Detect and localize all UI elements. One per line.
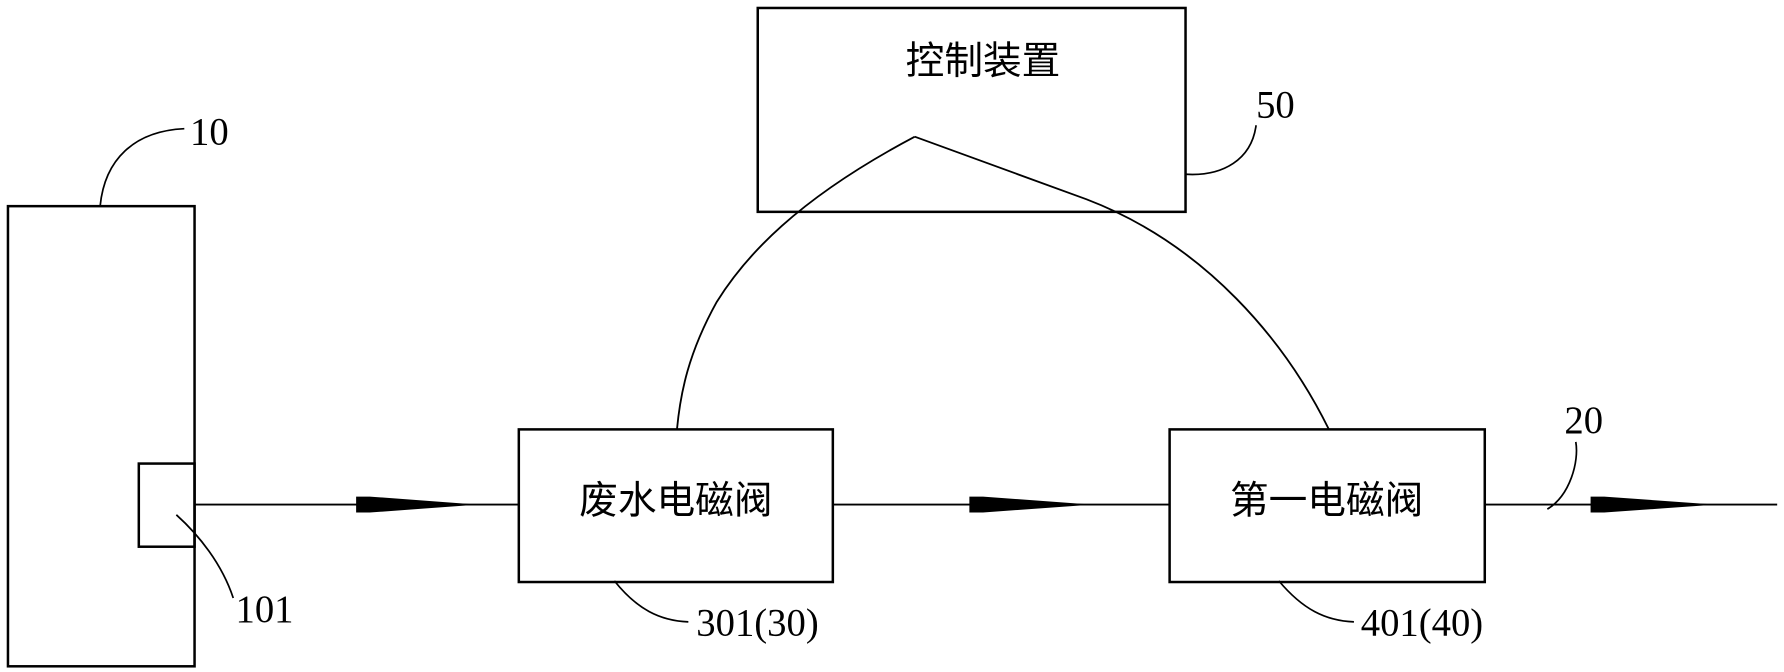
controller-label: 控制装置 bbox=[906, 39, 1061, 84]
leader-pipe bbox=[1546, 441, 1578, 510]
waste-valve-label: 废水电磁阀 bbox=[579, 479, 772, 524]
tank-box bbox=[6, 204, 196, 668]
ref-tank: 10 bbox=[190, 112, 229, 154]
flow-arrow-1 bbox=[356, 496, 478, 513]
ref-first-valve: 401(40) bbox=[1361, 603, 1483, 645]
leader-waste-valve bbox=[613, 580, 689, 623]
ref-pipe: 20 bbox=[1564, 400, 1603, 442]
leader-outlet bbox=[175, 514, 235, 599]
flow-arrow-3 bbox=[1590, 496, 1716, 513]
outlet-box bbox=[137, 462, 196, 548]
first-valve-label: 第一电磁阀 bbox=[1230, 479, 1423, 524]
ref-outlet: 101 bbox=[236, 589, 294, 631]
first-valve-box bbox=[1168, 428, 1487, 584]
leader-first-valve bbox=[1278, 580, 1354, 623]
control-wire-to-first-valve bbox=[914, 135, 1330, 430]
ref-controller: 50 bbox=[1256, 84, 1295, 126]
leader-tank bbox=[99, 127, 185, 207]
controller-box bbox=[756, 6, 1187, 214]
ref-waste-valve: 301(30) bbox=[696, 603, 818, 645]
flow-arrow-2 bbox=[969, 496, 1093, 513]
control-wire-to-waste-valve bbox=[676, 135, 916, 430]
waste-valve-box bbox=[517, 428, 835, 584]
leader-controller bbox=[1185, 125, 1257, 176]
